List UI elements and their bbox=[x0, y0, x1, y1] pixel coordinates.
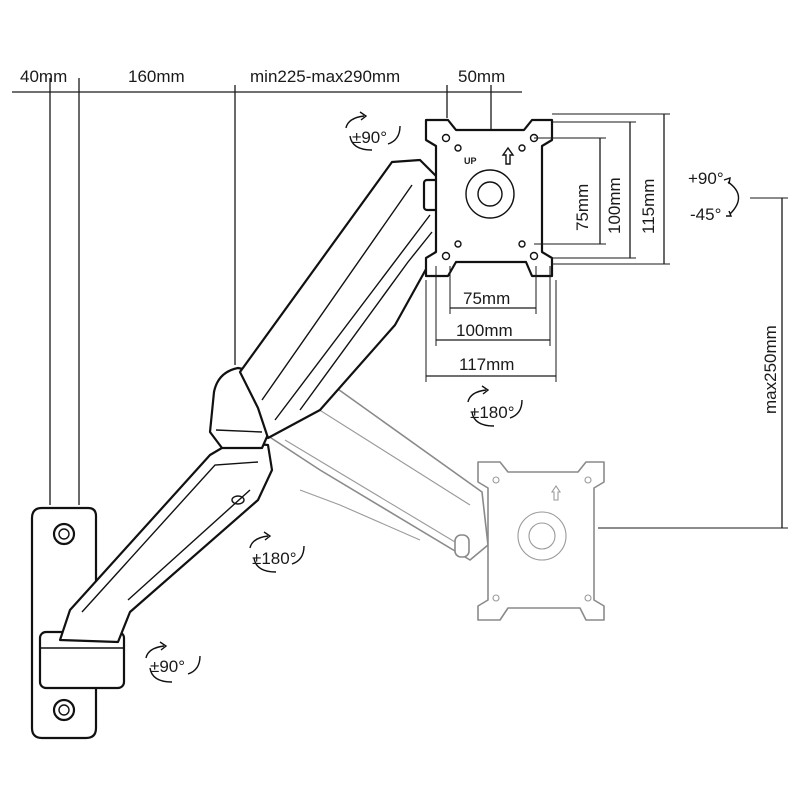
ghost-hole bbox=[492, 594, 500, 602]
dim-label-160mm: 160mm bbox=[128, 67, 185, 86]
vesa-hole bbox=[529, 251, 539, 261]
rotation-arm: ±180° bbox=[249, 531, 305, 573]
ghost-hole bbox=[492, 476, 500, 484]
wall-bracket bbox=[30, 506, 126, 740]
dim-label-100mm-h: 100mm bbox=[456, 321, 513, 340]
rotation-elbow: ±180° bbox=[467, 385, 523, 427]
dim-label-50mm: 50mm bbox=[458, 67, 505, 86]
dim-label-117mm-h: 117mm bbox=[459, 355, 514, 374]
vesa-hole bbox=[518, 144, 526, 152]
up-arrow-icon bbox=[501, 146, 515, 165]
rotation-wall-base: ±90° bbox=[145, 641, 201, 683]
vesa-hole bbox=[518, 240, 526, 248]
ghost-hole bbox=[584, 476, 592, 484]
rotation-label-elbow: ±180° bbox=[470, 403, 515, 422]
upper-arm-body bbox=[238, 158, 448, 440]
lower-arm-body bbox=[58, 440, 274, 644]
wall-screw-hole-top bbox=[52, 522, 76, 546]
tilt-arrow-icon bbox=[727, 181, 740, 215]
tilt-indicator: +90° -45° bbox=[688, 169, 740, 224]
lower-arm bbox=[58, 440, 274, 644]
vesa-hole bbox=[454, 240, 462, 248]
rotation-label-arm: ±180° bbox=[252, 549, 297, 568]
ghost-plate-outline bbox=[477, 461, 605, 621]
vesa-hole bbox=[441, 133, 451, 143]
vesa-plate-outline bbox=[424, 118, 554, 278]
tilt-minus-label: -45° bbox=[690, 205, 721, 224]
rotation-label-wall: ±90° bbox=[150, 657, 185, 676]
dim-label-75mm-v: 75mm bbox=[573, 184, 592, 231]
dim-label-115mm-v: 115mm bbox=[639, 179, 658, 234]
vesa-up-label: UP bbox=[464, 156, 477, 166]
lower-arm-screw bbox=[231, 495, 245, 505]
rotate-arrow-icon bbox=[345, 115, 401, 151]
ghost-vesa-plate bbox=[477, 461, 605, 621]
ghost-hole bbox=[584, 594, 592, 602]
tilt-plus-label: +90° bbox=[688, 169, 724, 188]
rotate-arrow-icon bbox=[467, 389, 523, 427]
vesa-plate: UP bbox=[424, 118, 554, 278]
top-dimensions: 40mm 160mm min225-max290mm 50mm bbox=[12, 67, 522, 505]
vesa-horizontal-dimensions: 75mm 100mm 117mm bbox=[425, 266, 557, 382]
vesa-plate-hub bbox=[465, 169, 515, 219]
ghost-plate-hub bbox=[517, 511, 567, 561]
rotation-plate-top: ±90° bbox=[345, 111, 401, 151]
vesa-hole bbox=[454, 144, 462, 152]
wall-screw-hole-bottom bbox=[52, 698, 76, 722]
dim-label-height: max250mm bbox=[761, 325, 780, 414]
ghost-up-arrow-icon bbox=[550, 485, 562, 501]
dim-label-40mm: 40mm bbox=[20, 67, 67, 86]
rotate-arrow-icon bbox=[145, 645, 201, 683]
dim-label-75mm-h: 75mm bbox=[463, 289, 510, 308]
rotation-label-plate: ±90° bbox=[352, 128, 387, 147]
dim-label-100mm-v: 100mm bbox=[605, 177, 624, 234]
ghost-plate-hub-inner bbox=[528, 522, 556, 550]
vesa-vertical-dimensions: 75mm 100mm 115mm bbox=[534, 113, 670, 265]
height-dimension: max250mm bbox=[598, 197, 788, 529]
ghost-joint bbox=[454, 534, 470, 558]
vesa-plate-hub-inner bbox=[477, 181, 503, 207]
vesa-hole bbox=[441, 251, 451, 261]
dim-label-arm-range: min225-max290mm bbox=[250, 67, 400, 86]
rotate-arrow-icon bbox=[249, 535, 305, 573]
